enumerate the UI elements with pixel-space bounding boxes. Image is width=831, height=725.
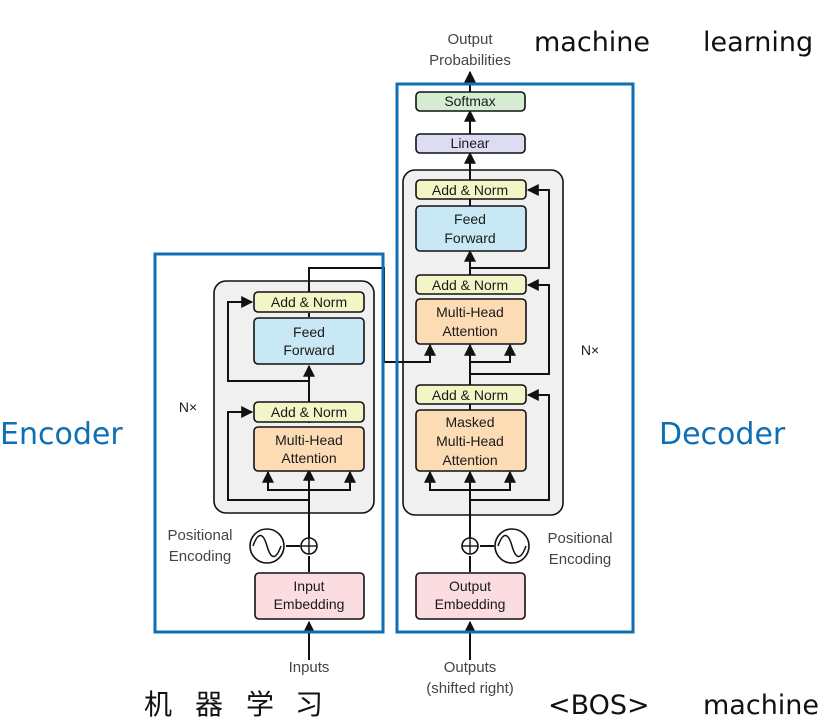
decoder-highlight-box	[395, 82, 635, 634]
encoder-ff-line2: Forward	[283, 342, 334, 358]
output-probabilities-line1: Output	[447, 31, 493, 48]
decoder-add-norm-mid	[415, 274, 527, 295]
decoder-ff-line2: Forward	[444, 230, 495, 246]
encoder-add-norm-top-label: Add & Norm	[271, 294, 347, 310]
decoder-positional-line1: Positional	[547, 530, 612, 547]
decoder-masked-line2: Multi-Head	[436, 433, 504, 449]
decoder-ff-line1: Feed	[454, 211, 486, 227]
encoder-positional-line2: Encoding	[169, 548, 232, 565]
linear-label: Linear	[451, 135, 490, 151]
decoder-masked-line3: Attention	[442, 452, 497, 468]
decoder-input-token-2: machine	[703, 690, 819, 721]
decoder-add-norm-bottom	[415, 384, 527, 405]
output-embedding	[415, 572, 526, 620]
decoder-positional-line2: Encoding	[549, 551, 612, 568]
outputs-shifted-label: (shifted right)	[426, 680, 514, 697]
input-embedding	[254, 572, 365, 620]
input-char-1: 机	[144, 688, 172, 721]
decoder-feed-forward	[415, 205, 527, 252]
encoder-add-norm-bottom	[253, 401, 365, 423]
decoder-input-token-1: <BOS>	[548, 690, 650, 721]
decoder-masked-line1: Masked	[445, 414, 494, 430]
outputs-label: Outputs	[444, 659, 497, 676]
encoder-add-norm-top	[253, 291, 365, 313]
decoder-masked-multi-head-attention	[415, 409, 527, 472]
input-char-4: 习	[295, 688, 323, 721]
softmax	[415, 91, 526, 112]
decoder-mha-line1: Multi-Head	[436, 304, 504, 320]
output-token-2: learning	[703, 27, 813, 58]
input-char-2: 器	[195, 688, 223, 721]
input-embedding-line2: Embedding	[274, 596, 345, 612]
encoder-positional-line1: Positional	[167, 527, 232, 544]
encoder-feed-forward	[253, 317, 365, 365]
decoder-title: Decoder	[659, 417, 786, 452]
decoder-mha-line2: Attention	[442, 323, 497, 339]
encoder-multi-head-attention	[253, 426, 365, 472]
linear	[415, 133, 526, 154]
softmax-label: Softmax	[444, 93, 495, 109]
encoder-highlight-box	[153, 252, 385, 634]
output-embedding-line1: Output	[449, 578, 491, 594]
encoder-mha-line1: Multi-Head	[275, 432, 343, 448]
decoder-add-norm-top-label: Add & Norm	[432, 182, 508, 198]
decoder-add-norm-bottom-label: Add & Norm	[432, 387, 508, 403]
encoder-ff-line1: Feed	[293, 324, 325, 340]
encoder-nx-label: N×	[179, 399, 197, 415]
encoder-mha-line2: Attention	[281, 450, 336, 466]
decoder-nx-label: N×	[581, 342, 599, 358]
output-embedding-line2: Embedding	[435, 596, 506, 612]
output-token-1: machine	[534, 27, 650, 58]
decoder-add-norm-top	[415, 179, 527, 200]
encoder-title: Encoder	[0, 417, 123, 452]
decoder-multi-head-attention	[415, 298, 527, 345]
input-char-3: 学	[246, 688, 274, 721]
encoder-add-norm-bottom-label: Add & Norm	[271, 404, 347, 420]
inputs-label: Inputs	[289, 659, 330, 676]
output-probabilities-line2: Probabilities	[429, 52, 511, 69]
input-embedding-line1: Input	[293, 578, 324, 594]
decoder-add-norm-mid-label: Add & Norm	[432, 277, 508, 293]
